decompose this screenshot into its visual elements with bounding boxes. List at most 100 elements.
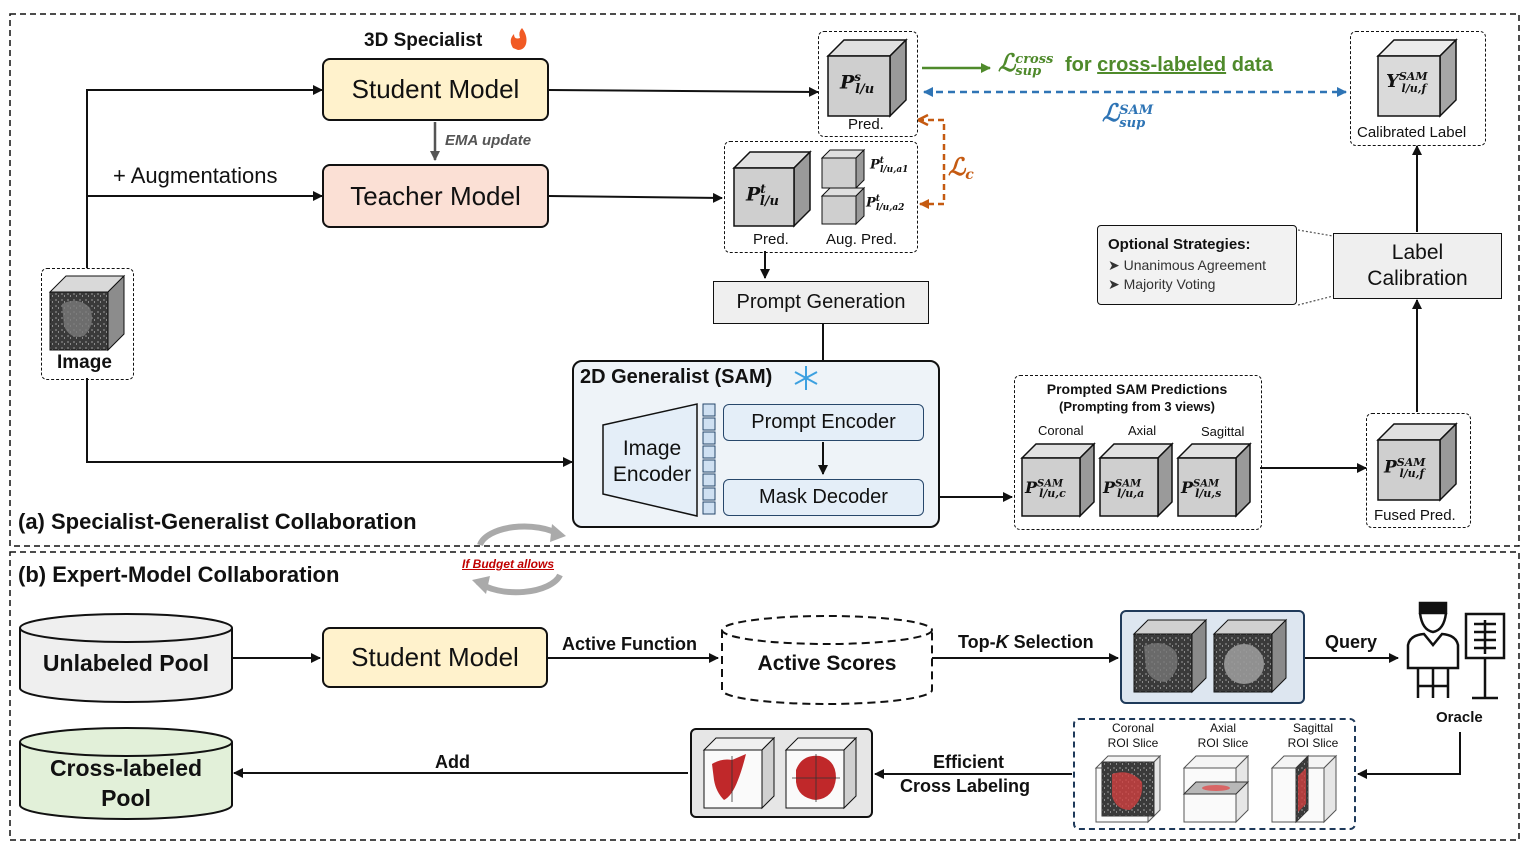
labeled-volume-cubes (702, 736, 858, 810)
optional-item: ➤ Majority Voting (1108, 276, 1216, 292)
consistency-loss-head (917, 113, 929, 127)
student-model-label: Student Model (351, 74, 520, 104)
cycle-icon-top (477, 523, 562, 547)
optional-link-top (1297, 229, 1334, 237)
view-label-axial: Axial (1128, 423, 1157, 438)
cycle-icon-bottom (476, 573, 563, 596)
optional-link-bottom (1297, 295, 1334, 306)
fused-pred-symbol: PSAMl/u,f (1384, 456, 1426, 481)
prompted-sam-title: Prompted SAM Predictions (1046, 381, 1228, 397)
optional-title: Optional Strategies: (1108, 236, 1251, 253)
topk-selection-label: Top-K Selection (958, 632, 1094, 652)
student-to-pred-arrow (548, 86, 819, 97)
student-pred-cube (826, 38, 908, 118)
student-model-box-b: Student Model (322, 627, 548, 688)
efficient-label-1: Efficient (933, 752, 1005, 772)
view-label-sagittal: Sagittal (1201, 424, 1245, 439)
augmentations-label: + Augmentations (113, 163, 278, 188)
teacher-pred-label: Pred. (753, 231, 789, 248)
mask-decoder-label: Mask Decoder (759, 486, 888, 508)
cycle-icon-head2 (472, 576, 490, 594)
oracle-to-roi-arrow (1357, 732, 1461, 779)
calibrated-label-cube (1376, 38, 1458, 118)
aug-pred-1-symbol: Ptl/u,a1 (870, 156, 909, 175)
unlabeled-pool-label: Unlabeled Pool (42, 650, 210, 676)
consistency-loss-arrow (918, 118, 946, 209)
cycle-icon-head1 (550, 524, 566, 542)
active-scores-cylinder (721, 615, 933, 705)
doctor-icon (1406, 601, 1460, 698)
roi-slice-cubes (1094, 754, 1338, 824)
student-pred-label: Pred. (848, 116, 884, 133)
roi-slices-box (1073, 718, 1356, 830)
fire-icon (510, 28, 527, 50)
consistency-loss-label: ℒc (948, 152, 974, 184)
image-box (41, 268, 134, 380)
image-cube-icon (48, 274, 126, 352)
mask-decoder-box: Mask Decoder (723, 479, 924, 516)
teacher-model-label: Teacher Model (350, 180, 521, 211)
prompt-generation-label: Prompt Generation (736, 291, 906, 313)
efficient-label-2: Cross Labeling (900, 776, 1031, 796)
prompt-encoder-box: Prompt Encoder (723, 404, 924, 441)
label-calibration-text: Label Calibration (1367, 241, 1468, 290)
student-model-box: Student Model (322, 58, 549, 121)
panel-a-title: (a) Specialist-Generalist Collaboration (18, 509, 417, 534)
label-calibration-box: Label Calibration (1333, 233, 1502, 299)
image-to-teacher-arrow (86, 191, 323, 268)
fused-pred-box (1366, 413, 1471, 528)
image-label: Image (57, 352, 112, 373)
view-label-coronal: Coronal (1038, 423, 1084, 438)
xray-board-icon (1464, 612, 1506, 700)
prompted-sam-subtitle: (Prompting from 3 views) (1058, 399, 1216, 414)
sam-sagittal-symbol: PSAMl/u,s (1181, 478, 1222, 501)
aug-pred-cubes (820, 148, 866, 226)
prompt-generation-box: Prompt Generation (713, 281, 929, 324)
cross-labeled-pool-cylinder (19, 727, 233, 820)
optional-item: ➤ Unanimous Agreement (1108, 257, 1267, 273)
add-label: Add (435, 752, 470, 772)
aug-pred-label: Aug. Pred. (826, 231, 897, 248)
panel-a-border (9, 13, 1520, 547)
student-model-label-b: Student Model (351, 642, 519, 672)
selected-volume-cubes (1132, 618, 1288, 694)
sam-coronal-symbol: PSAMl/u,c (1025, 478, 1066, 501)
budget-note: If Budget allows (462, 557, 555, 571)
active-function-label: Active Function (562, 634, 698, 654)
aug-pred-2-symbol: Ptl/u,a2 (866, 194, 905, 213)
teacher-model-box: Teacher Model (322, 164, 549, 228)
query-label: Query (1325, 632, 1378, 652)
panel-b-border (9, 551, 1520, 841)
prompted-sam-box (1014, 375, 1262, 530)
student-pred-symbol: Psl/u (840, 70, 875, 98)
active-scores-label: Active Scores (757, 652, 897, 675)
sam-panel-overlay (602, 366, 828, 517)
image-encoder-label: Image Encoder (612, 437, 692, 486)
fused-pred-label: Fused Pred. (1374, 507, 1456, 524)
image-to-sam-arrow (86, 378, 573, 467)
teacher-pred-cube (732, 150, 812, 228)
calibrated-label-text: Calibrated Label (1357, 124, 1467, 141)
student-pred-box (818, 31, 918, 137)
prompt-encoder-label: Prompt Encoder (751, 411, 896, 433)
optional-strategies-box: Optional Strategies: ➤ Unanimous Agreeme… (1097, 225, 1297, 305)
ema-update-label: EMA update (445, 132, 532, 149)
sam-axial-symbol: PSAMl/u,a (1103, 478, 1145, 501)
oracle-label: Oracle (1436, 709, 1483, 726)
teacher-pred-box (724, 141, 918, 253)
fused-pred-cube (1376, 422, 1458, 502)
calibrated-label-symbol: YSAMl/u,f (1386, 70, 1428, 95)
teacher-pred-symbol: Ptl/u (746, 182, 779, 210)
teacher-to-pred-arrow (548, 192, 723, 203)
specialist-label: 3D Specialist (364, 30, 483, 51)
calibrated-label-box (1350, 31, 1486, 146)
panel-b-title: (b) Expert-Model Collaboration (18, 562, 340, 587)
sam-title: 2D Generalist (SAM) (580, 366, 773, 388)
unlabeled-pool-cylinder (19, 613, 233, 703)
